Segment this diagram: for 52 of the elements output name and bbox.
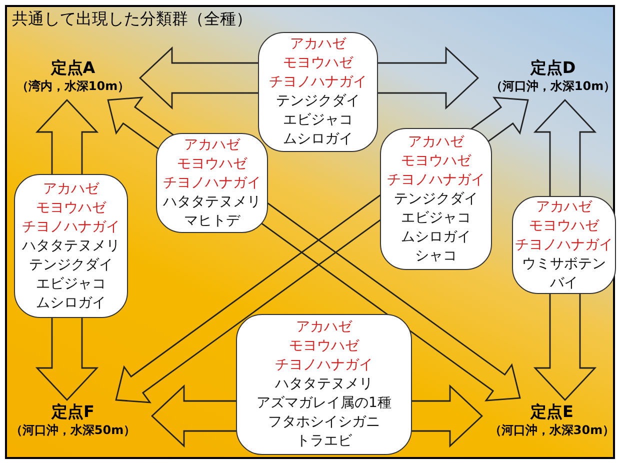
species-name: ハタタテヌメリ (22, 236, 120, 256)
species-name: アカハゼ (408, 132, 464, 152)
species-name: トラエビ (296, 432, 352, 451)
species-name: バイ (550, 274, 578, 292)
species-name: モヨウハゼ (283, 54, 353, 73)
species-name: モヨウハゼ (289, 337, 359, 356)
station-detail: （河口沖，水深10m） (490, 78, 616, 94)
species-name: ハタタテヌメリ (163, 192, 261, 212)
species-name: テンジクダイ (29, 256, 113, 274)
species-name: モヨウハゼ (177, 154, 247, 174)
species-name: マヒトデ (184, 212, 240, 230)
species-name: エビジャコ (36, 274, 106, 294)
species-name: ウミサボテン (522, 254, 606, 274)
station-name: 定点D (529, 58, 577, 78)
species-name: チヨノハナガイ (515, 236, 613, 254)
species-name: ムシロガイ (36, 294, 106, 312)
species-name: チヨノハナガイ (387, 170, 485, 190)
species-list-box (14, 174, 128, 318)
station-name: 定点E (529, 402, 574, 422)
species-name: モヨウハゼ (36, 198, 106, 218)
species-name: ムシロガイ (283, 130, 353, 149)
station-detail: （河口沖，水深30m） (488, 422, 616, 438)
station-detail: （河口沖，水深50m） (9, 422, 137, 438)
station-name: 定点F (50, 402, 96, 422)
species-name: チヨノハナガイ (269, 73, 367, 92)
species-name: チヨノハナガイ (22, 218, 120, 236)
species-name: アカハゼ (290, 35, 346, 54)
title: 共通して出現した分類群（全種） (12, 9, 252, 30)
species-list-box (236, 314, 412, 455)
species-name: ムシロガイ (401, 228, 471, 246)
species-list-box (512, 196, 616, 294)
species-list-box (156, 133, 268, 233)
species-list-box (380, 128, 492, 270)
species-name: アカハゼ (296, 318, 352, 337)
species-name: テンジクダイ (276, 92, 360, 111)
species-name: テンジクダイ (394, 190, 478, 208)
species-name: チヨノハナガイ (275, 356, 373, 375)
species-name: エビジャコ (401, 208, 471, 228)
species-name: チヨノハナガイ (163, 174, 261, 192)
species-name: モヨウハゼ (529, 216, 599, 236)
species-name: モヨウハゼ (401, 152, 471, 170)
species-name: ハタタテヌメリ (275, 375, 373, 394)
species-name: アカハゼ (536, 198, 592, 216)
species-name: アカハゼ (43, 180, 99, 198)
species-name: フタホシイシガニ (268, 413, 380, 432)
species-name: アカハゼ (184, 136, 240, 154)
species-name: アズマガレイ属の1種 (256, 394, 392, 413)
station-detail: （湾内，水深10m） (15, 78, 131, 94)
species-name: シャコ (415, 246, 457, 266)
station-name: 定点A (50, 58, 96, 78)
species-list-box (258, 32, 378, 152)
species-name: エビジャコ (283, 111, 353, 130)
